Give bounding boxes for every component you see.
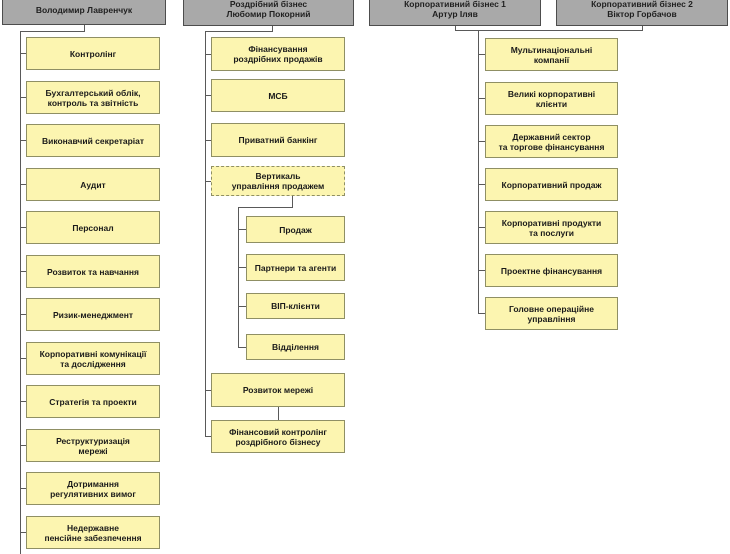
org-node: Приватний банкінг	[211, 123, 345, 157]
connector-horizontal	[20, 31, 85, 32]
connector-bracket	[455, 30, 643, 31]
connector-tick	[20, 445, 26, 446]
org-node: Реструктуризація мережі	[26, 429, 160, 462]
org-subnode: ВІП-клієнти	[246, 293, 345, 319]
connector-spine	[20, 31, 21, 554]
org-node: Корпоративні продукти та послуги	[485, 211, 618, 244]
connector-tick	[478, 54, 485, 55]
org-header-col1: Володимир Лавренчук	[2, 0, 166, 25]
connector-vertical	[292, 196, 293, 207]
org-subnode: Відділення	[246, 334, 345, 360]
connector-tick	[20, 53, 26, 54]
connector-tick	[238, 347, 246, 348]
org-header-col2: Роздрібний бізнес Любомир Покорний	[183, 0, 354, 26]
org-node: Корпоративний продаж	[485, 168, 618, 201]
org-header-col3: Корпоративний бізнес 1 Артур Іляв	[369, 0, 541, 26]
connector-tick	[20, 227, 26, 228]
connector-sub-spine	[238, 207, 239, 347]
org-node: Головне операційне управління	[485, 297, 618, 330]
connector-vertical	[642, 26, 643, 30]
org-node: Розвиток та навчання	[26, 255, 160, 288]
connector-tick	[478, 184, 485, 185]
connector-tick	[20, 271, 26, 272]
header-title: Корпоративний бізнес 2	[591, 0, 693, 9]
connector-vertical	[455, 26, 456, 30]
connector-tick	[20, 532, 26, 533]
org-node: Мультинаціональні компанії	[485, 38, 618, 71]
org-node: Дотримання регулятивних вимог	[26, 472, 160, 505]
connector-tick	[20, 401, 26, 402]
connector-tick	[478, 313, 485, 314]
header-title: Корпоративний бізнес 1	[404, 0, 506, 9]
header-title: Роздрібний бізнес	[229, 0, 308, 9]
connector-vertical	[278, 407, 279, 420]
header-name: Любомир Покорний	[226, 9, 311, 19]
connector-tick	[20, 314, 26, 315]
connector-tick	[205, 181, 211, 182]
org-node: Контролінг	[26, 37, 160, 70]
header-name: Володимир Лавренчук	[35, 4, 133, 15]
header-name: Артур Іляв	[432, 9, 478, 19]
connector-tick	[205, 54, 211, 55]
connector-tick	[478, 270, 485, 271]
connector-tick	[20, 97, 26, 98]
connector-tick	[205, 390, 211, 391]
connector-vertical	[272, 26, 273, 31]
connector-tick	[478, 141, 485, 142]
org-node: Виконавчий секретаріат	[26, 124, 160, 157]
org-node: Фінансовий контролінг роздрібного бізнес…	[211, 420, 345, 453]
org-node: Корпоративні комунікації та дослідження	[26, 342, 160, 375]
connector-spine	[478, 30, 479, 313]
connector-spine	[205, 31, 206, 437]
org-header-col4: Корпоративний бізнес 2 Віктор Горбачов	[556, 0, 728, 26]
connector-tick	[478, 98, 485, 99]
connector-vertical	[84, 25, 85, 31]
org-node: МСБ	[211, 79, 345, 112]
connector-tick	[20, 184, 26, 185]
org-node: Фінансування роздрібних продажів	[211, 37, 345, 71]
org-subnode: Продаж	[246, 216, 345, 243]
connector-tick	[238, 229, 246, 230]
org-node: Аудит	[26, 168, 160, 201]
connector-tick	[238, 267, 246, 268]
connector-tick	[205, 95, 211, 96]
org-node: Персонал	[26, 211, 160, 244]
connector-horizontal	[238, 207, 293, 208]
org-node: Проектне фінансування	[485, 254, 618, 287]
connector-tick	[20, 358, 26, 359]
org-node: Розвиток мережі	[211, 373, 345, 407]
org-node: Державний сектор та торгове фінансування	[485, 125, 618, 158]
connector-tick	[238, 306, 246, 307]
header-name: Віктор Горбачов	[607, 9, 677, 19]
org-node-dashed: Вертикаль управління продажем	[211, 166, 345, 196]
org-node: Великі корпоративні клієнти	[485, 82, 618, 115]
connector-tick	[20, 140, 26, 141]
org-node: Недержавне пенсійне забезпечення	[26, 516, 160, 549]
org-node: Ризик-менеджмент	[26, 298, 160, 331]
connector-tick	[205, 436, 211, 437]
org-node: Бухгалтерський облік, контроль та звітні…	[26, 81, 160, 114]
org-node: Стратегія та проекти	[26, 385, 160, 418]
org-subnode: Партнери та агенти	[246, 254, 345, 281]
connector-tick	[205, 140, 211, 141]
connector-tick	[20, 488, 26, 489]
connector-tick	[478, 227, 485, 228]
connector-horizontal	[205, 31, 273, 32]
